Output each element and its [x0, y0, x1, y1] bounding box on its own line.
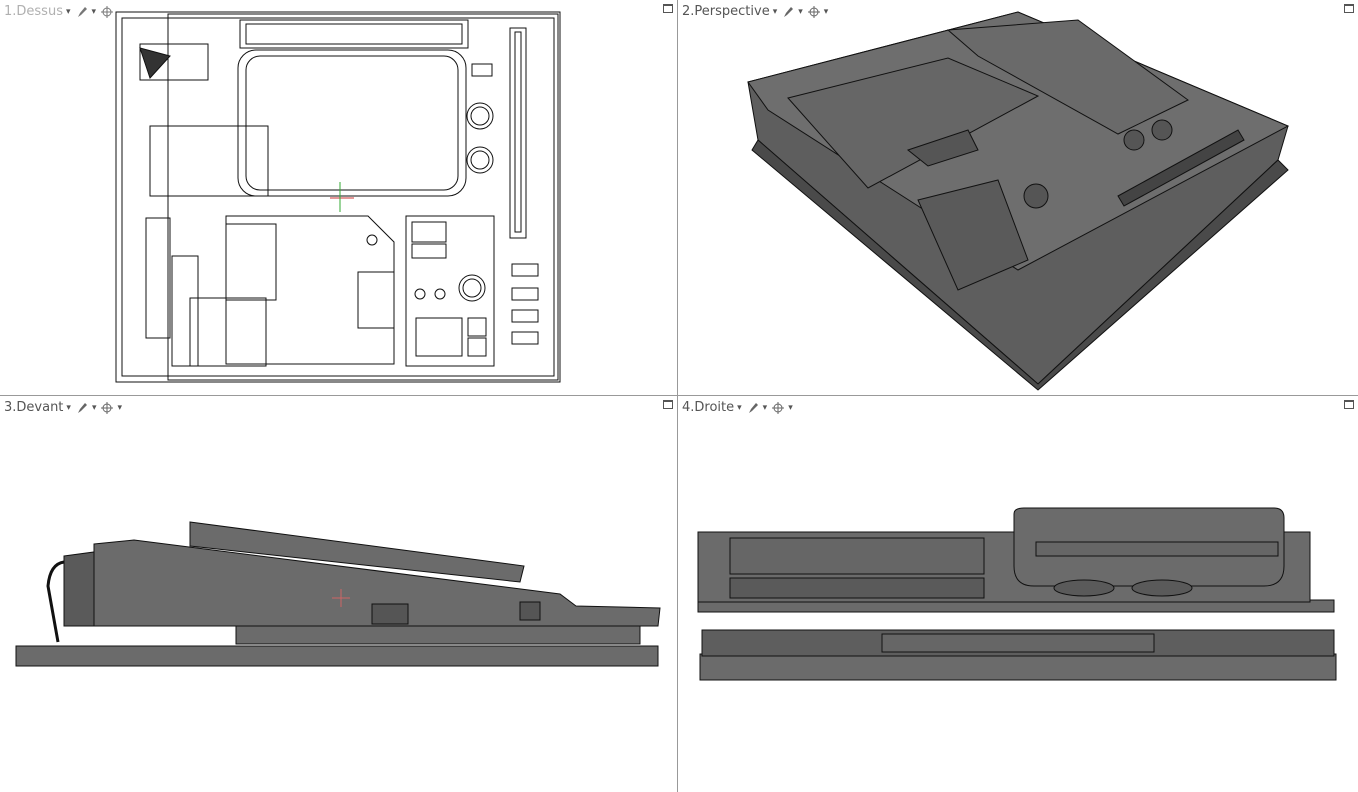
viewport-perspective[interactable]: 2.Perspective▾ ▾ ▾ — [678, 0, 1358, 395]
crosshair-target-icon[interactable] — [771, 401, 785, 415]
viewport-divider-vertical[interactable] — [677, 0, 678, 792]
viewport-front[interactable]: 3.Devant▾ ▾ ▾ — [0, 396, 677, 792]
chevron-down-icon[interactable]: ▾ — [823, 6, 829, 17]
pen-icon[interactable] — [75, 401, 89, 415]
chevron-down-icon[interactable]: ▾ — [772, 6, 778, 17]
pen-icon[interactable] — [781, 5, 795, 19]
viewport-header: 4.Droite▾ ▾ ▾ — [682, 400, 793, 415]
top-view-wireframe — [115, 11, 561, 383]
viewport-title[interactable]: 4.Droite — [682, 400, 735, 415]
maximize-icon[interactable] — [663, 400, 673, 409]
crosshair-target-icon[interactable] — [100, 401, 114, 415]
viewport-title[interactable]: 1.Dessus — [4, 4, 63, 19]
chevron-down-icon[interactable]: ▾ — [91, 402, 97, 413]
viewport-header: 1.Dessus▾ ▾ — [4, 4, 114, 19]
maximize-icon[interactable] — [1344, 400, 1354, 409]
viewport-header: 3.Devant▾ ▾ ▾ — [4, 400, 122, 415]
chevron-down-icon[interactable]: ▾ — [737, 402, 742, 413]
viewport-top[interactable]: 1.Dessus▾ ▾ — [0, 0, 677, 395]
perspective-model — [747, 11, 1290, 391]
chevron-down-icon[interactable]: ▾ — [798, 6, 803, 17]
chevron-down-icon[interactable]: ▾ — [91, 6, 97, 17]
pen-icon[interactable] — [746, 401, 760, 415]
maximize-icon[interactable] — [1344, 4, 1354, 13]
front-view-model — [15, 521, 661, 667]
chevron-down-icon[interactable]: ▾ — [66, 402, 71, 413]
crosshair-target-icon[interactable] — [807, 5, 821, 19]
viewport-right[interactable]: 4.Droite▾ ▾ ▾ — [678, 396, 1358, 792]
right-view-model — [697, 507, 1337, 681]
viewport-title[interactable]: 2.Perspective — [682, 4, 770, 19]
pen-icon[interactable] — [75, 5, 89, 19]
chevron-down-icon[interactable]: ▾ — [788, 402, 793, 413]
viewport-header: 2.Perspective▾ ▾ ▾ — [682, 4, 828, 19]
viewport-divider-horizontal[interactable] — [0, 395, 1358, 396]
viewport-title[interactable]: 3.Devant — [4, 400, 64, 415]
chevron-down-icon[interactable]: ▾ — [65, 6, 71, 17]
crosshair-target-icon[interactable] — [100, 5, 114, 19]
chevron-down-icon[interactable]: ▾ — [762, 402, 768, 413]
maximize-icon[interactable] — [663, 4, 673, 13]
chevron-down-icon[interactable]: ▾ — [117, 402, 123, 413]
